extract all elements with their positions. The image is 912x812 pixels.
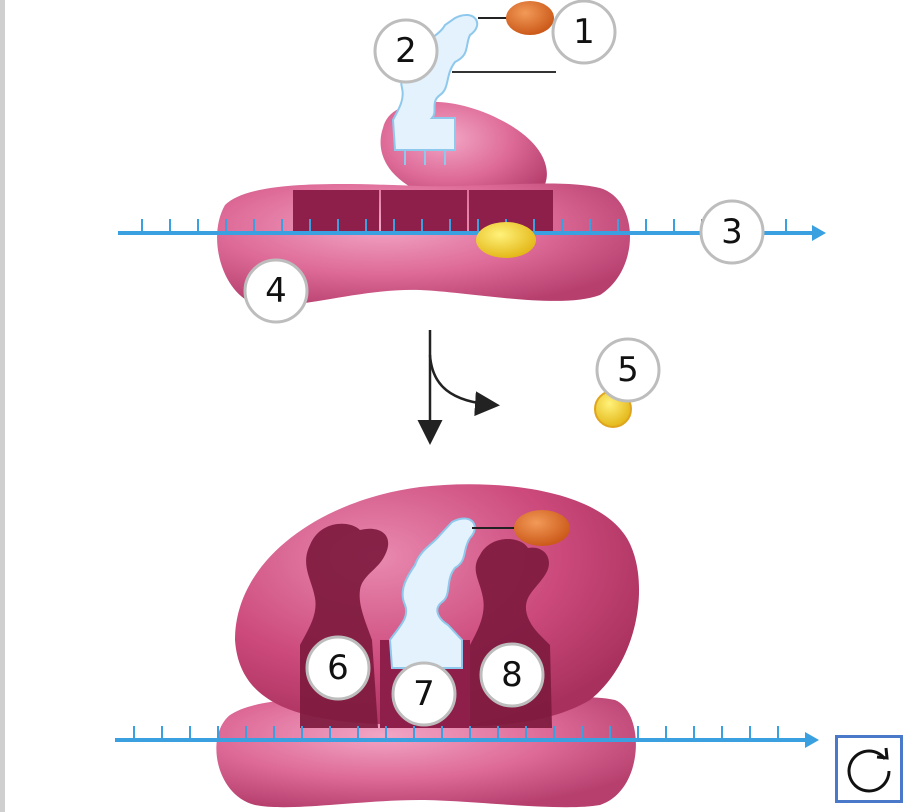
callout-2-label: 2 [395,31,417,71]
callout-8-label: 8 [501,655,523,695]
bottom-ribosome-complex [115,484,819,808]
top-amino-acid [506,1,554,35]
top-site-p [381,190,467,232]
callout-7[interactable]: 7 [391,661,457,727]
reaction-arrow [417,330,500,445]
callout-6[interactable]: 6 [305,635,371,701]
callout-1-label: 1 [573,12,595,52]
reset-icon [847,747,891,793]
callout-6-label: 6 [327,648,349,688]
bottom-amino-acid [514,510,570,546]
callout-5-label: 5 [617,350,639,390]
callout-4-label: 4 [265,271,287,311]
callout-4[interactable]: 4 [243,258,309,324]
left-border [0,0,5,812]
callout-1[interactable]: 1 [551,0,617,65]
callout-3-label: 3 [721,212,743,252]
bottom-mrna [115,726,819,748]
callout-3[interactable]: 3 [699,199,765,265]
top-site-e [293,190,379,232]
callout-7-label: 7 [413,674,435,714]
callout-8[interactable]: 8 [479,642,545,708]
callout-5[interactable]: 5 [595,337,661,403]
top-ribosome-complex [118,1,826,306]
callout-2[interactable]: 2 [373,18,439,84]
top-release-factor [476,222,536,258]
top-trna-anticodon [404,150,446,165]
reset-button[interactable] [835,735,903,803]
bottom-trna [388,517,476,669]
